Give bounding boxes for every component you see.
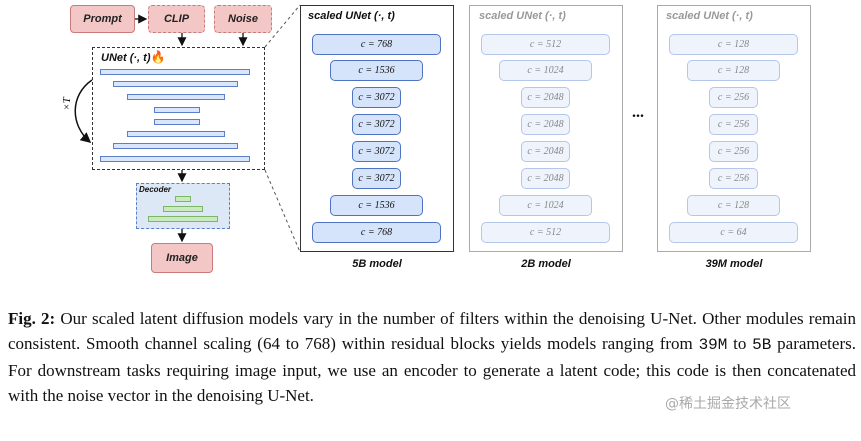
prompt-box: Prompt: [70, 5, 135, 33]
loop-label: ×T: [60, 97, 73, 111]
unet-bar: [100, 156, 250, 162]
channel-block: c = 3072: [352, 168, 401, 189]
clip-label: CLIP: [163, 13, 190, 25]
model-label-5b: 5B model: [352, 258, 402, 270]
channel-block: c = 128: [687, 60, 780, 81]
loop-arrow: [74, 79, 93, 143]
unet-bar: [154, 119, 200, 125]
noise-box: Noise: [214, 5, 272, 33]
fire-icon: 🔥: [150, 50, 166, 64]
channel-block: c = 1024: [499, 195, 592, 216]
image-label: Image: [166, 252, 198, 264]
model-label-2b: 2B model: [521, 258, 571, 270]
channel-block: c = 2048: [521, 87, 570, 108]
prompt-label: Prompt: [83, 13, 122, 25]
channel-block: c = 2048: [521, 141, 570, 162]
channel-block: c = 256: [709, 141, 758, 162]
decoder-bar: [175, 196, 191, 202]
unet-title: UNet (·, t)🔥: [101, 50, 166, 64]
pipeline-connectors: [74, 4, 301, 253]
channel-block: c = 1536: [330, 195, 423, 216]
model-title: scaled UNet (·, t): [308, 10, 395, 22]
clip-box: CLIP: [148, 5, 205, 33]
unet-bar: [154, 107, 200, 113]
unet-bar: [113, 143, 238, 149]
unet-bar: [127, 94, 225, 100]
decoder-bar: [148, 216, 218, 222]
model-title: scaled UNet (·, t): [666, 10, 753, 22]
ellipsis: ...: [632, 104, 644, 121]
unet-bar: [127, 131, 225, 137]
channel-block: c = 512: [481, 222, 610, 243]
channel-block: c = 2048: [521, 114, 570, 135]
caption-value-high: 5B: [752, 336, 772, 354]
noise-label: Noise: [228, 13, 258, 25]
caption-value-low: 39M: [698, 336, 728, 354]
channel-block: c = 256: [709, 168, 758, 189]
decoder-label: Decoder: [139, 185, 172, 194]
channel-block: c = 1024: [499, 60, 592, 81]
model-title: scaled UNet (·, t): [479, 10, 566, 22]
channel-block: c = 256: [709, 114, 758, 135]
channel-block: c = 3072: [352, 87, 401, 108]
channel-block: c = 3072: [352, 114, 401, 135]
channel-block: c = 768: [312, 222, 441, 243]
figure-caption: Fig. 2: Our scaled latent diffusion mode…: [8, 306, 856, 408]
decoder-bar: [163, 206, 203, 212]
channel-block: c = 2048: [521, 168, 570, 189]
watermark: @稀土掘金技术社区: [665, 396, 791, 412]
figure-label: Fig. 2:: [8, 309, 56, 328]
caption-text: parameters. For downstream tasks requiri…: [8, 334, 856, 405]
model-label-39m: 39M model: [705, 258, 763, 270]
unet-bar: [100, 69, 250, 75]
image-box: Image: [151, 243, 213, 273]
zoom-line-bottom: [264, 169, 301, 253]
channel-block: c = 3072: [352, 141, 401, 162]
channel-block: c = 1536: [330, 60, 423, 81]
zoom-line-top: [264, 4, 301, 48]
channel-block: c = 128: [687, 195, 780, 216]
channel-block: c = 256: [709, 87, 758, 108]
caption-text: Our scaled latent diffusion models vary …: [8, 309, 856, 353]
channel-block: c = 768: [312, 34, 441, 55]
channel-block: c = 128: [669, 34, 798, 55]
caption-text: to: [727, 334, 753, 353]
unet-bar: [113, 81, 238, 87]
channel-block: c = 64: [669, 222, 798, 243]
channel-block: c = 512: [481, 34, 610, 55]
